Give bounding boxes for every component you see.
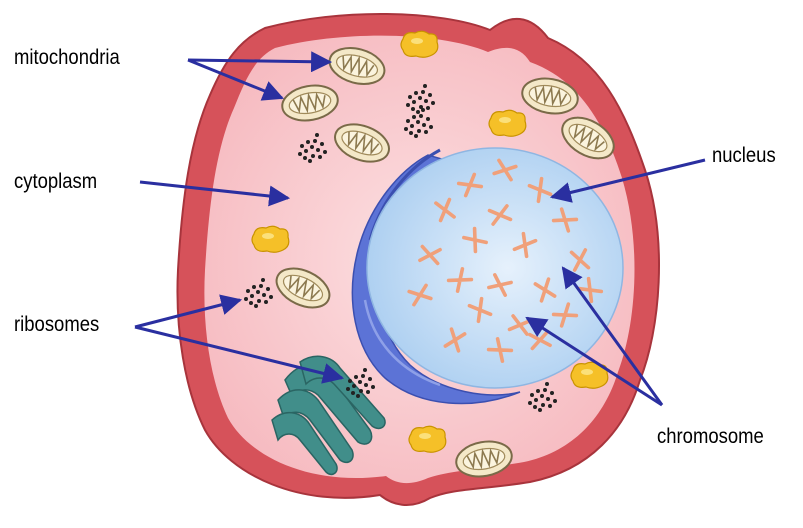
nucleus [367,148,623,388]
arrow-mito-1 [188,60,330,62]
label-nucleus: nucleus [712,144,776,168]
label-mitochondria: mitochondria [14,46,120,70]
label-cytoplasm: cytoplasm [14,170,97,194]
label-chromosome: chromosome [657,425,764,449]
label-ribosomes: ribosomes [14,313,99,337]
